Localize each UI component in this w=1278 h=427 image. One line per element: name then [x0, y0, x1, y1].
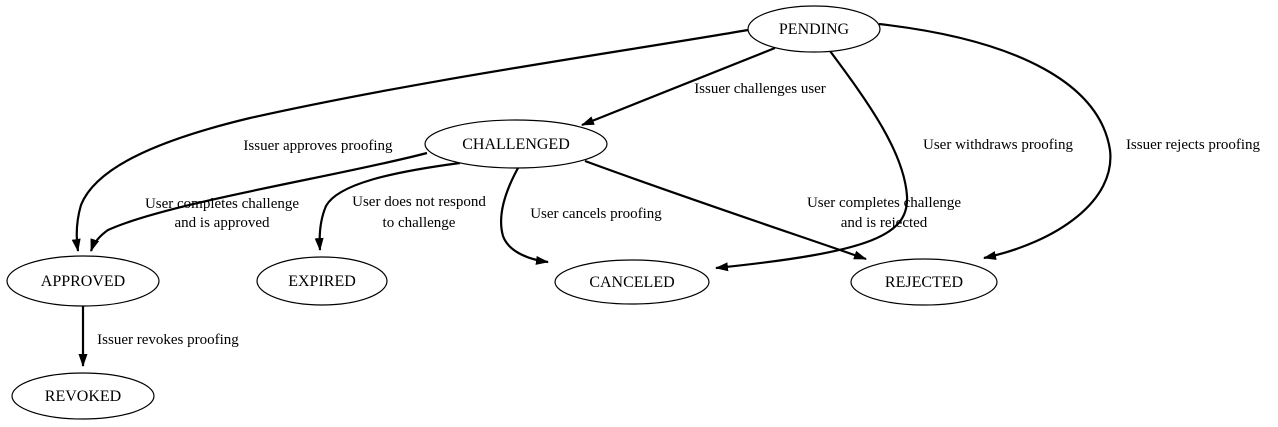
node-expired: EXPIRED: [256, 256, 388, 306]
edge-challenged-to-approved: User completes challenge and is approved: [89, 151, 428, 252]
node-challenged-label: CHALLENGED: [462, 136, 570, 153]
edge-label-issuer-approves-proofing: Issuer approves proofing: [243, 138, 393, 154]
edge-pending-to-rejected: Issuer rejects proofing: [878, 22, 1261, 260]
edge-pending-to-canceled-line: [715, 50, 909, 272]
node-approved-ellipse: [6, 255, 160, 307]
node-challenged-ellipse: [424, 119, 608, 169]
node-revoked-label: REVOKED: [45, 388, 121, 405]
edge-label-no-respond-line1: User does not respond: [352, 194, 486, 210]
node-pending: PENDING: [747, 5, 881, 53]
node-pending-ellipse: [747, 5, 881, 53]
node-canceled-ellipse: [554, 259, 710, 305]
node-canceled-label: CANCELED: [589, 274, 674, 291]
node-rejected-ellipse: [850, 258, 998, 306]
edge-label-completes-challenge-approved-line1: User completes challenge: [145, 196, 299, 212]
edge-pending-to-canceled: User withdraws proofing: [715, 50, 1073, 272]
edge-label-issuer-revokes-proofing: Issuer revokes proofing: [97, 332, 239, 348]
edge-label-user-cancels-proofing: User cancels proofing: [530, 206, 662, 222]
edge-challenged-to-canceled-line: [499, 167, 549, 265]
edge-label-issuer-challenges-user: Issuer challenges user: [694, 81, 826, 97]
edge-challenged-to-expired-line: [314, 161, 461, 251]
edge-challenged-to-expired: User does not respond to challenge: [314, 161, 486, 251]
edge-pending-to-approved-line: [71, 28, 749, 252]
edge-challenged-to-rejected: User completes challenge and is rejected: [584, 159, 961, 261]
node-revoked-ellipse: [11, 372, 155, 420]
node-revoked: REVOKED: [11, 372, 155, 420]
edge-label-no-respond-line2: to challenge: [383, 215, 456, 231]
edge-label-user-withdraws-proofing: User withdraws proofing: [923, 137, 1073, 153]
node-challenged: CHALLENGED: [424, 119, 608, 169]
edge-pending-to-approved: Issuer approves proofing: [71, 28, 749, 252]
edge-challenged-to-approved-line: [89, 151, 428, 252]
node-approved: APPROVED: [6, 255, 160, 307]
node-rejected: REJECTED: [850, 258, 998, 306]
edge-label-issuer-rejects-proofing: Issuer rejects proofing: [1126, 137, 1261, 153]
edge-pending-to-challenged-line: [581, 46, 776, 127]
node-rejected-label: REJECTED: [885, 274, 963, 291]
edge-pending-to-rejected-line: [878, 22, 1112, 260]
node-canceled: CANCELED: [554, 259, 710, 305]
edge-label-completes-challenge-approved-line2: and is approved: [175, 215, 270, 231]
edge-approved-to-revoked: Issuer revokes proofing: [78, 306, 239, 367]
node-expired-label: EXPIRED: [288, 273, 356, 290]
edge-challenged-to-canceled: User cancels proofing: [499, 167, 662, 265]
edge-label-completes-challenge-rejected-line2: and is rejected: [841, 215, 928, 231]
node-expired-ellipse: [256, 256, 388, 306]
node-approved-label: APPROVED: [41, 273, 125, 290]
edge-challenged-to-rejected-line: [584, 159, 867, 261]
edge-label-completes-challenge-rejected-line1: User completes challenge: [807, 195, 961, 211]
node-pending-label: PENDING: [779, 21, 850, 38]
edge-pending-to-challenged: Issuer challenges user: [581, 46, 826, 127]
